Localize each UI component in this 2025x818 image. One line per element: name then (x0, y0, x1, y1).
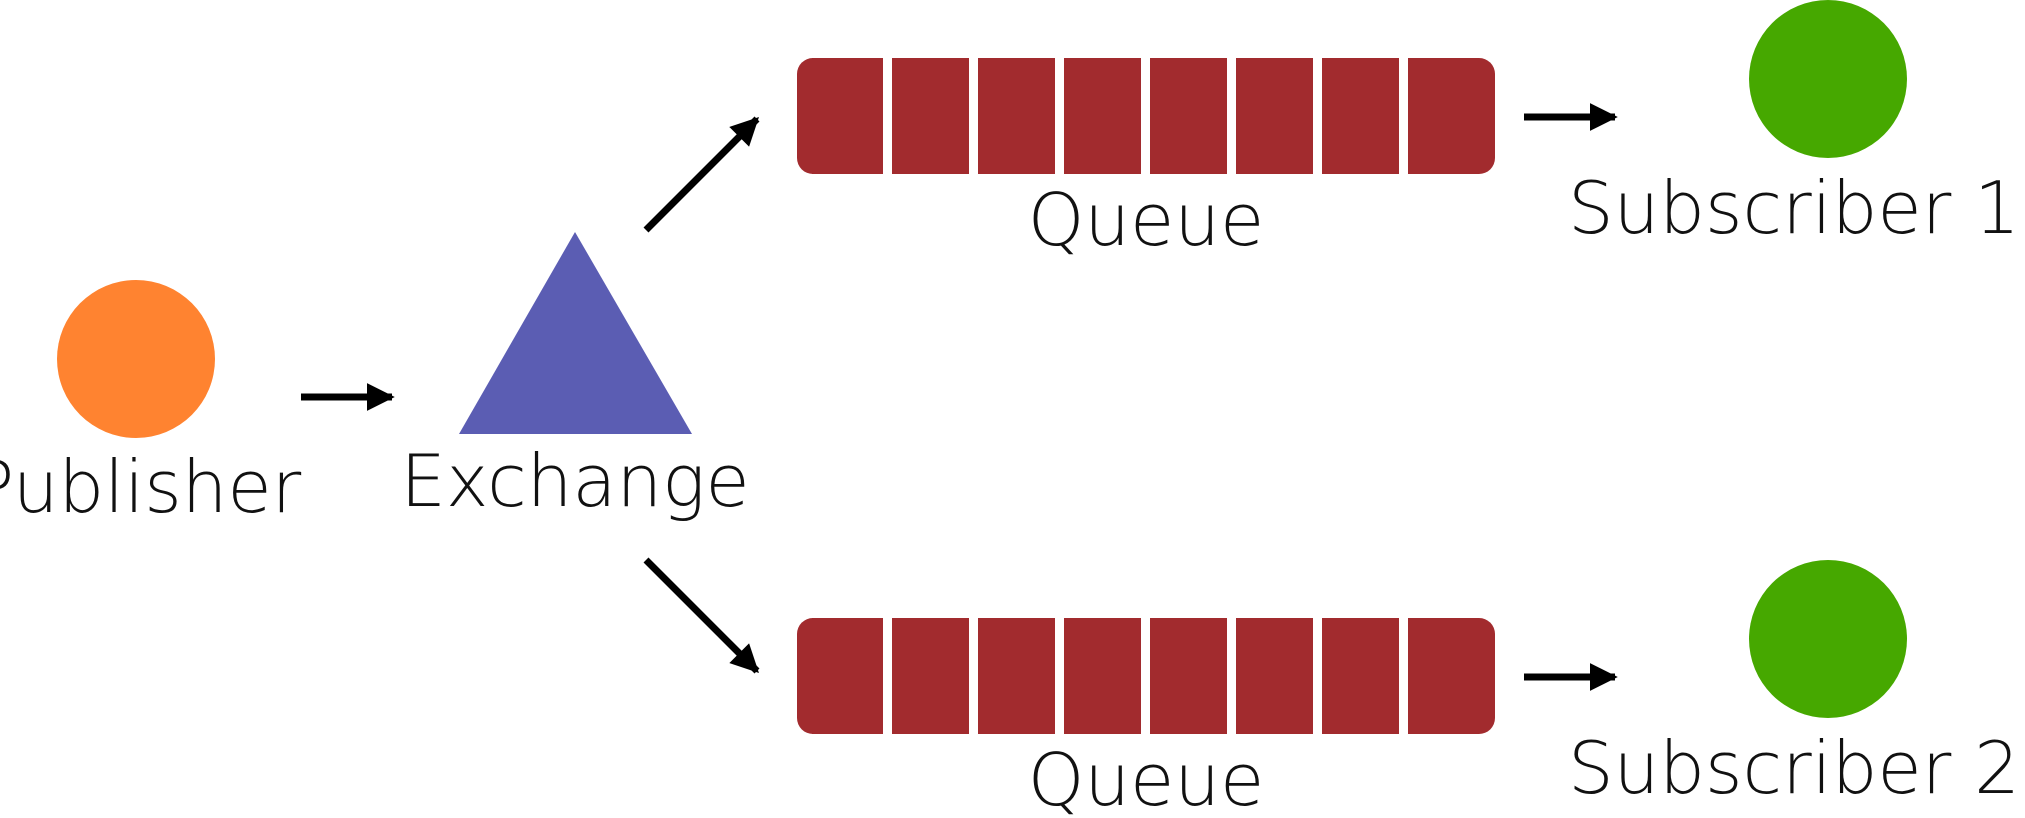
subscriber-2-label: Subscriber 2 (1568, 726, 2020, 810)
subscriber-1-label: Subscriber 1 (1568, 166, 2020, 250)
queue-2 (797, 618, 1495, 734)
queue-1-label: Queue (1028, 178, 1265, 262)
exchange-node (459, 232, 692, 434)
queue-2-cell (1408, 618, 1478, 734)
arrow-exchange-to-queue-2 (643, 557, 760, 674)
subscriber-1-node (1749, 0, 1907, 158)
queue-1-cell (812, 58, 883, 174)
queue-2-cell (1236, 618, 1313, 734)
publisher-node (57, 280, 215, 438)
queue-1-cell (1322, 58, 1399, 174)
queue-2-cell (1064, 618, 1141, 734)
queue-1-cell (1064, 58, 1141, 174)
queue-1 (797, 58, 1495, 174)
queue-1-cell (1236, 58, 1313, 174)
exchange-label: Exchange (400, 439, 749, 523)
subscriber-2-node (1749, 560, 1907, 718)
queue-1-cell (1408, 58, 1478, 174)
queue-2-cell (892, 618, 969, 734)
queue-1-cell (892, 58, 969, 174)
publisher-label: Publisher (0, 445, 302, 529)
queue-2-cell (978, 618, 1055, 734)
queue-1-cell (978, 58, 1055, 174)
queue-2-label: Queue (1028, 738, 1265, 818)
queue-2-cell (1322, 618, 1399, 734)
queue-2-cell (1150, 618, 1227, 734)
arrow-exchange-to-queue-1 (643, 116, 760, 233)
queue-1-cell (1150, 58, 1227, 174)
queue-2-cell (812, 618, 883, 734)
